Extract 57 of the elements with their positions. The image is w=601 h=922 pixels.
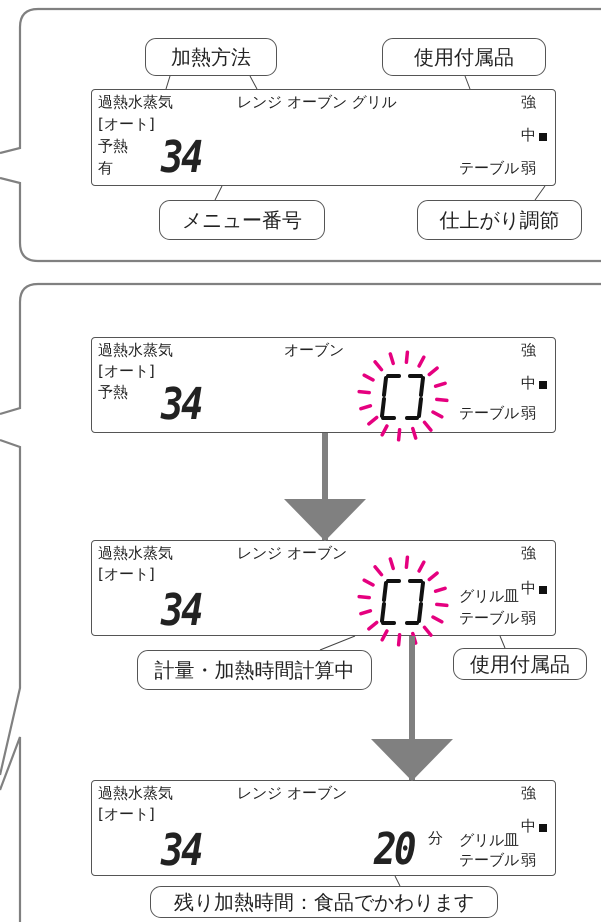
display-text: 弱: [521, 161, 536, 176]
segment-digits: 20: [374, 828, 414, 872]
display-text: 強: [521, 786, 536, 801]
display-text: 弱: [521, 853, 536, 868]
display-text: 分: [428, 831, 443, 846]
display-text: オーブン: [284, 343, 344, 358]
display-text: 過熱水蒸気: [98, 786, 173, 801]
display-text: 中: [521, 128, 536, 143]
display-text: [オート]: [98, 807, 155, 822]
segment-digits: 34: [161, 589, 201, 633]
leader-line: [464, 76, 470, 90]
display-text: 弱: [521, 611, 536, 626]
display-text: 過熱水蒸気: [98, 343, 173, 358]
callout-label: 計量・加熱時間計算中: [137, 650, 372, 690]
display-text: 中: [521, 819, 536, 834]
segment-digits: 34: [161, 829, 201, 873]
segment-digits: 34: [161, 136, 201, 180]
display-text: 中: [521, 581, 536, 596]
display-text: グリル皿: [459, 589, 519, 604]
down-arrow: [371, 636, 453, 781]
display-text: グリル皿: [459, 833, 519, 848]
display-text: 予熱: [98, 385, 128, 400]
display-text: テーブル: [459, 406, 519, 421]
display-text: 強: [521, 546, 536, 561]
callout-label: 仕上がり調節: [417, 200, 582, 240]
display-text: 過熱水蒸気: [98, 546, 173, 561]
display-text: 過熱水蒸気: [98, 95, 173, 110]
segment-digits: 34: [161, 383, 201, 427]
display-text: レンジ オーブン: [237, 546, 347, 561]
leader-line: [394, 876, 400, 886]
display-text: [オート]: [98, 117, 155, 132]
display-text: [オート]: [98, 567, 155, 582]
display-text: レンジ オーブン: [237, 786, 347, 801]
display-text: 強: [521, 343, 536, 358]
lcd-screen: [91, 89, 556, 186]
leader-line: [214, 186, 222, 200]
display-text: テーブル: [459, 161, 519, 176]
callout-label: 使用付属品: [382, 38, 546, 76]
leader-line: [250, 76, 258, 90]
callout-label: 加熱方法: [145, 38, 277, 76]
leader-line: [166, 76, 170, 90]
callout-label: 使用付属品: [453, 648, 587, 680]
display-text: 予熱: [98, 139, 128, 154]
display-text: 強: [521, 95, 536, 110]
leader-line: [534, 186, 546, 200]
display-text: レンジ オーブン グリル: [237, 95, 397, 110]
down-arrow: [284, 433, 366, 541]
callout-label: 残り加熱時間：食品でかわります: [150, 886, 498, 918]
display-text: 弱: [521, 406, 536, 421]
callout-label: メニュー番号: [159, 200, 325, 240]
lcd-screen: [91, 780, 556, 876]
display-text: テーブル: [459, 611, 519, 626]
display-text: [オート]: [98, 364, 155, 379]
display-text: 有: [98, 161, 113, 176]
leader-line: [500, 636, 506, 648]
display-text: 中: [521, 376, 536, 391]
display-text: テーブル: [459, 853, 519, 868]
